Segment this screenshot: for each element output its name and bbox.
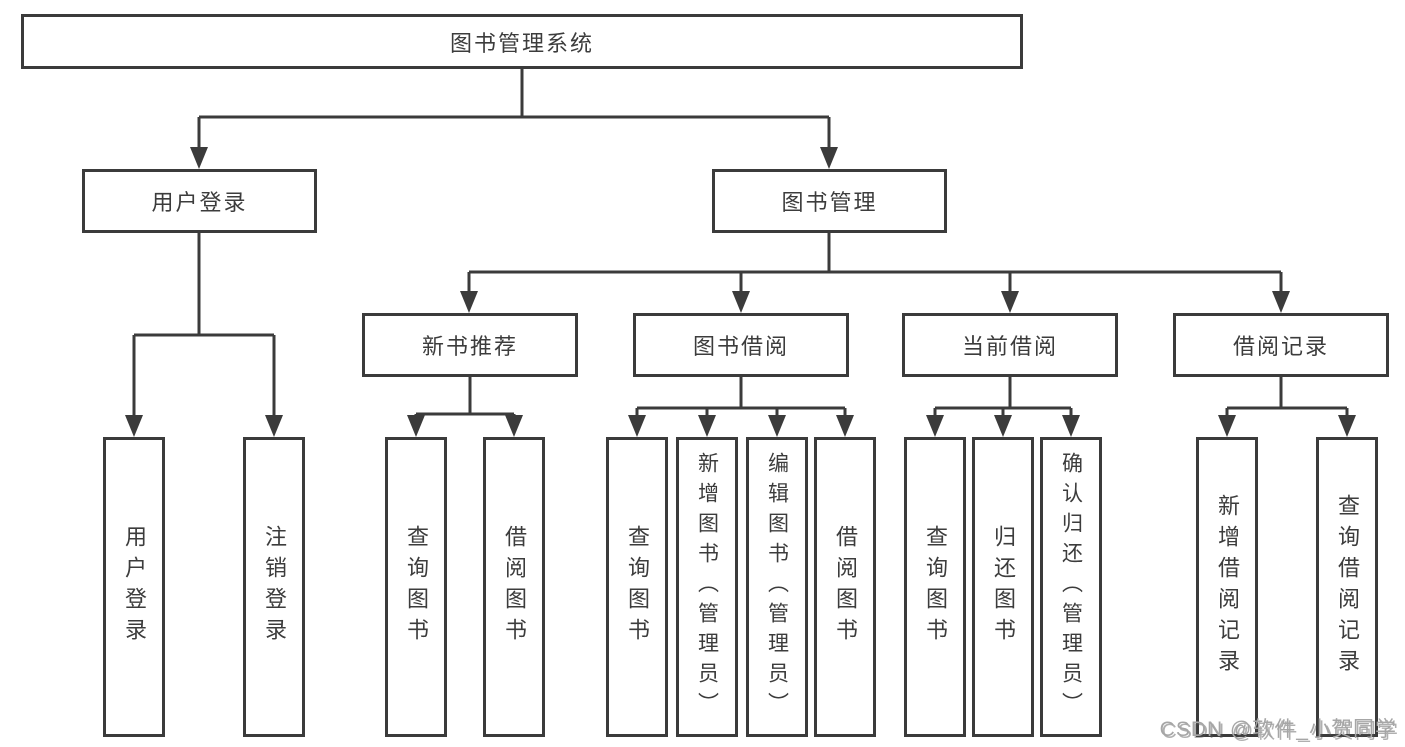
node-label: 图书管理系统 [449, 30, 594, 56]
leaf-borrow-book: 借阅图书 [814, 437, 876, 737]
leaf-label: 新增借阅记录 [1215, 494, 1240, 680]
node-root: 图书管理系统 [21, 14, 1023, 69]
node-current-borrow: 当前借阅 [902, 313, 1118, 377]
leaf-label: 编辑图书（管理员） [765, 452, 789, 722]
leaf-query-book-current: 查询图书 [904, 437, 966, 737]
leaf-label: 查询图书 [923, 525, 948, 649]
leaf-confirm-return-admin: 确认归还（管理员） [1040, 437, 1102, 737]
leaf-query-book-recommend: 查询图书 [385, 437, 447, 737]
node-label: 图书借阅 [692, 334, 789, 359]
leaf-label: 归还图书 [991, 525, 1016, 649]
leaf-label: 查询图书 [625, 525, 650, 649]
node-label: 图书管理 [781, 190, 878, 215]
node-borrow-records: 借阅记录 [1173, 313, 1389, 377]
leaf-label: 新增图书（管理员） [695, 452, 719, 722]
watermark: CSDN @软件_小贺同学 [1159, 718, 1397, 741]
node-book-management: 图书管理 [712, 169, 947, 233]
node-label: 新书推荐 [421, 334, 518, 359]
node-label: 借阅记录 [1232, 334, 1329, 359]
node-label: 当前借阅 [961, 334, 1058, 359]
node-label: 用户登录 [151, 190, 248, 215]
leaf-label: 注销登录 [262, 525, 287, 649]
leaf-add-book-admin: 新增图书（管理员） [676, 437, 738, 737]
leaf-return-book: 归还图书 [972, 437, 1034, 737]
leaf-label: 借阅图书 [502, 525, 527, 649]
leaf-label: 查询借阅记录 [1335, 494, 1360, 680]
leaf-query-book-borrow: 查询图书 [606, 437, 668, 737]
arrowheads [125, 147, 1356, 437]
leaf-label: 确认归还（管理员） [1059, 452, 1083, 722]
leaf-label: 用户登录 [122, 525, 147, 649]
leaf-borrow-book-recommend: 借阅图书 [483, 437, 545, 737]
leaf-edit-book-admin: 编辑图书（管理员） [746, 437, 808, 737]
leaf-label: 查询图书 [404, 525, 429, 649]
node-user-login: 用户登录 [82, 169, 317, 233]
leaf-label: 借阅图书 [833, 525, 858, 649]
leaf-user-login: 用户登录 [103, 437, 165, 737]
leaf-query-borrow-record: 查询借阅记录 [1316, 437, 1378, 737]
leaf-add-borrow-record: 新增借阅记录 [1196, 437, 1258, 737]
node-book-borrow: 图书借阅 [633, 313, 849, 377]
node-new-book-recommend: 新书推荐 [362, 313, 578, 377]
leaf-logout: 注销登录 [243, 437, 305, 737]
